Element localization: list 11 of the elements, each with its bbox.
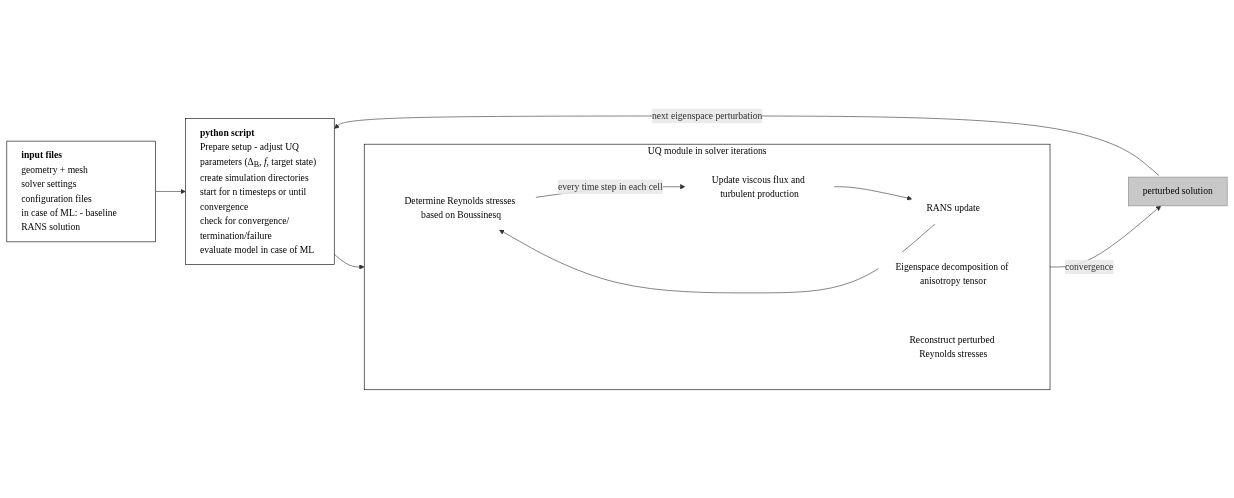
edge-label: every time step in each cell: [557, 181, 663, 192]
node-text: Reconstruct perturbed Reynolds stresses: [909, 334, 995, 359]
node-box: perturbed solution: [1128, 176, 1228, 206]
node-text: Eigenspace decomposition of anisotropy tensor: [895, 261, 1009, 286]
node-box: input files geometry + mesh solver settings configuration files in case of ML: - baseline RANS solution: [6, 140, 156, 242]
node-text: RANS update: [926, 202, 980, 213]
edge-label: next eigenspace perturbation: [651, 110, 763, 121]
node-text: Update viscous flux and turbulent production: [711, 173, 805, 199]
node-box: python script Prepare setup - adjust UQ parameters (Δ$_{B}$, f, target state) create simulation directories start for n timesteps or until convergence check for convergence/ termination/failure evaluate model in case of ML: [185, 118, 335, 265]
edge-label: convergence: [1065, 261, 1114, 272]
node-text: Determine Reynolds stresses based on Boussinesq: [404, 195, 516, 220]
